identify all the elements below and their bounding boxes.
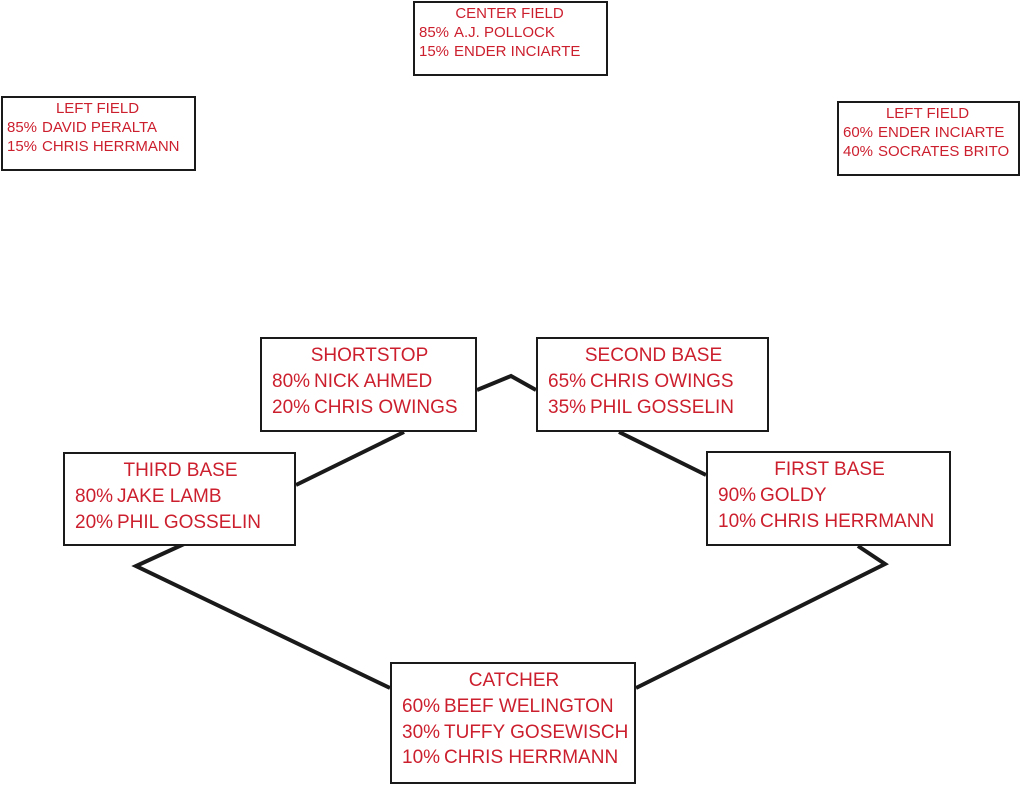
player-name: CHRIS OWINGS <box>314 396 458 418</box>
position-title: CENTER FIELD <box>455 5 564 22</box>
player-name: BEEF WELINGTON <box>444 695 614 717</box>
player-row: 10%CHRIS HERRMANN <box>718 510 941 534</box>
player-percentage: 35% <box>548 396 587 418</box>
player-name: NICK AHMED <box>314 370 433 392</box>
player-percentage: 15% <box>419 42 450 60</box>
player-row: 20%PHIL GOSSELIN <box>75 511 286 535</box>
player-name: ENDER INCIARTE <box>454 42 581 60</box>
position-title: LEFT FIELD <box>885 105 970 122</box>
right-field-box: LEFT FIELD 60%ENDER INCIARTE 40%SOCRATES… <box>837 101 1020 176</box>
player-row: 60%BEEF WELINGTON <box>402 695 626 719</box>
player-name: TUFFY GOSEWISCH <box>444 721 629 743</box>
baseline-third-to-ss <box>295 430 405 487</box>
first-base-box: FIRST BASE 90%GOLDY 10%CHRIS HERRMANN <box>706 451 951 546</box>
player-name: CHRIS OWINGS <box>590 370 734 392</box>
center-field-box: CENTER FIELD 85%A.J. POLLOCK 15%ENDER IN… <box>413 1 608 76</box>
player-row: 40%SOCRATES BRITO <box>843 143 1012 162</box>
player-row: 30%TUFFY GOSEWISCH <box>402 721 629 745</box>
player-row: 15%CHRIS HERRMANN <box>7 138 188 157</box>
position-title: CATCHER <box>468 670 560 691</box>
player-name: ENDER INCIARTE <box>878 123 1005 141</box>
position-title: THIRD BASE <box>123 460 238 481</box>
player-row: 80%NICK AHMED <box>272 370 467 394</box>
player-row: 85%A.J. POLLOCK <box>419 24 600 43</box>
third-base-box: THIRD BASE 80%JAKE LAMB 20%PHIL GOSSELIN <box>63 452 296 546</box>
player-percentage: 20% <box>75 511 114 533</box>
player-name: SOCRATES BRITO <box>878 142 1010 160</box>
player-percentage: 80% <box>272 370 311 392</box>
baseline-2b-to-first <box>618 430 707 477</box>
player-row: 60%ENDER INCIARTE <box>843 124 1012 143</box>
second-base-box: SECOND BASE 65%CHRIS OWINGS 35%PHIL GOSS… <box>536 337 769 432</box>
player-percentage: 90% <box>718 484 757 506</box>
shortstop-box: SHORTSTOP 80%NICK AHMED 20%CHRIS OWINGS <box>260 337 477 432</box>
player-row: 15%ENDER INCIARTE <box>419 43 600 62</box>
position-title: LEFT FIELD <box>55 100 140 117</box>
player-row: 65%CHRIS OWINGS <box>548 370 759 394</box>
player-percentage: 80% <box>75 485 114 507</box>
player-percentage: 65% <box>548 370 587 392</box>
player-name: GOLDY <box>760 484 827 506</box>
player-name: JAKE LAMB <box>117 485 222 507</box>
player-row: 85%DAVID PERALTA <box>7 119 188 138</box>
second-base-bag-line <box>476 373 537 392</box>
player-name: CHRIS HERRMANN <box>42 137 180 155</box>
position-title: SECOND BASE <box>584 345 723 366</box>
player-percentage: 10% <box>402 747 441 769</box>
player-name: PHIL GOSSELIN <box>590 396 734 418</box>
player-row: 20%CHRIS OWINGS <box>272 396 467 420</box>
player-percentage: 60% <box>402 695 441 717</box>
player-name: DAVID PERALTA <box>42 118 158 136</box>
position-title: SHORTSTOP <box>310 345 429 366</box>
player-percentage: 20% <box>272 396 311 418</box>
player-percentage: 85% <box>419 23 450 41</box>
player-name: A.J. POLLOCK <box>454 23 555 41</box>
player-percentage: 10% <box>718 510 757 532</box>
player-percentage: 60% <box>843 123 874 141</box>
player-percentage: 40% <box>843 142 874 160</box>
player-name: CHRIS HERRMANN <box>444 747 619 769</box>
player-name: CHRIS HERRMANN <box>760 510 935 532</box>
player-row: 35%PHIL GOSSELIN <box>548 396 759 420</box>
player-row: 10%CHRIS HERRMANN <box>402 746 626 770</box>
player-percentage: 30% <box>402 721 441 743</box>
baseline-first-to-home <box>635 544 889 690</box>
player-percentage: 85% <box>7 118 38 136</box>
baseline-home-to-third <box>131 542 391 690</box>
player-row: 80%JAKE LAMB <box>75 485 286 509</box>
position-title: FIRST BASE <box>774 459 885 480</box>
catcher-box: CATCHER 60%BEEF WELINGTON 30%TUFFY GOSEW… <box>390 662 636 784</box>
player-percentage: 15% <box>7 137 38 155</box>
player-row: 90%GOLDY <box>718 484 941 508</box>
left-field-box: LEFT FIELD 85%DAVID PERALTA 15%CHRIS HER… <box>1 96 196 171</box>
player-name: PHIL GOSSELIN <box>117 511 261 533</box>
